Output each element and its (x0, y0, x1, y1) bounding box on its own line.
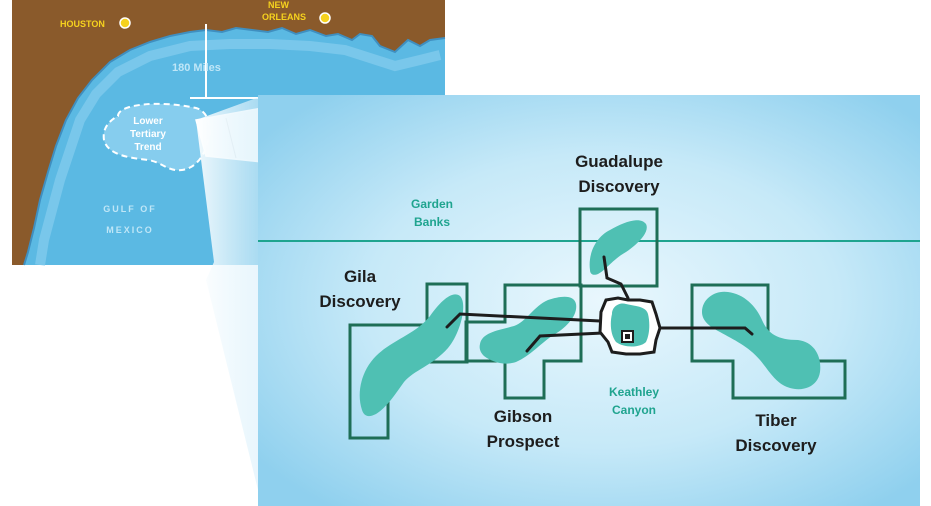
tiber-label-1: Tiber (755, 411, 797, 430)
trend-label-2: Tertiary (130, 129, 166, 140)
inset-coastline (23, 26, 446, 266)
gibson-label-1: Gibson (494, 407, 553, 426)
guadalupe-label-1: Guadalupe (575, 152, 663, 171)
tiber-label-2: Discovery (735, 436, 817, 455)
gibson-block (464, 283, 583, 400)
inset-land (12, 0, 445, 265)
city-label-orleans: ORLEANS (262, 12, 306, 22)
keathley-canyon-label-2: Canyon (612, 403, 656, 417)
main-map: Garden Banks Keathley Canyon Guadalupe D… (258, 95, 920, 506)
gila-block (348, 282, 469, 440)
new-orleans-dot (319, 12, 331, 24)
gulf-label-2: MEXICO (106, 225, 154, 235)
city-label-houston: HOUSTON (60, 19, 105, 29)
city-label-new: NEW (268, 0, 290, 10)
gila-label-1: Gila (344, 267, 377, 286)
gulf-label-1: GULF OF (103, 204, 157, 214)
houston-dot (119, 17, 131, 29)
garden-banks-label-1: Garden (411, 197, 453, 211)
distance-label: 180 Miles (172, 62, 221, 74)
hub-platform (598, 296, 662, 356)
trend-label-1: Lower (133, 116, 163, 127)
zoom-beam (196, 96, 262, 506)
trend-label-3: Trend (134, 142, 161, 153)
tiber-block (690, 283, 847, 400)
pipelines (445, 255, 754, 353)
gila-label-2: Discovery (319, 292, 401, 311)
garden-banks-label-2: Banks (414, 215, 450, 229)
guadalupe-label-2: Discovery (578, 177, 660, 196)
gibson-label-2: Prospect (487, 432, 560, 451)
trend-outline (102, 102, 211, 172)
keathley-canyon-label-1: Keathley (609, 385, 659, 399)
